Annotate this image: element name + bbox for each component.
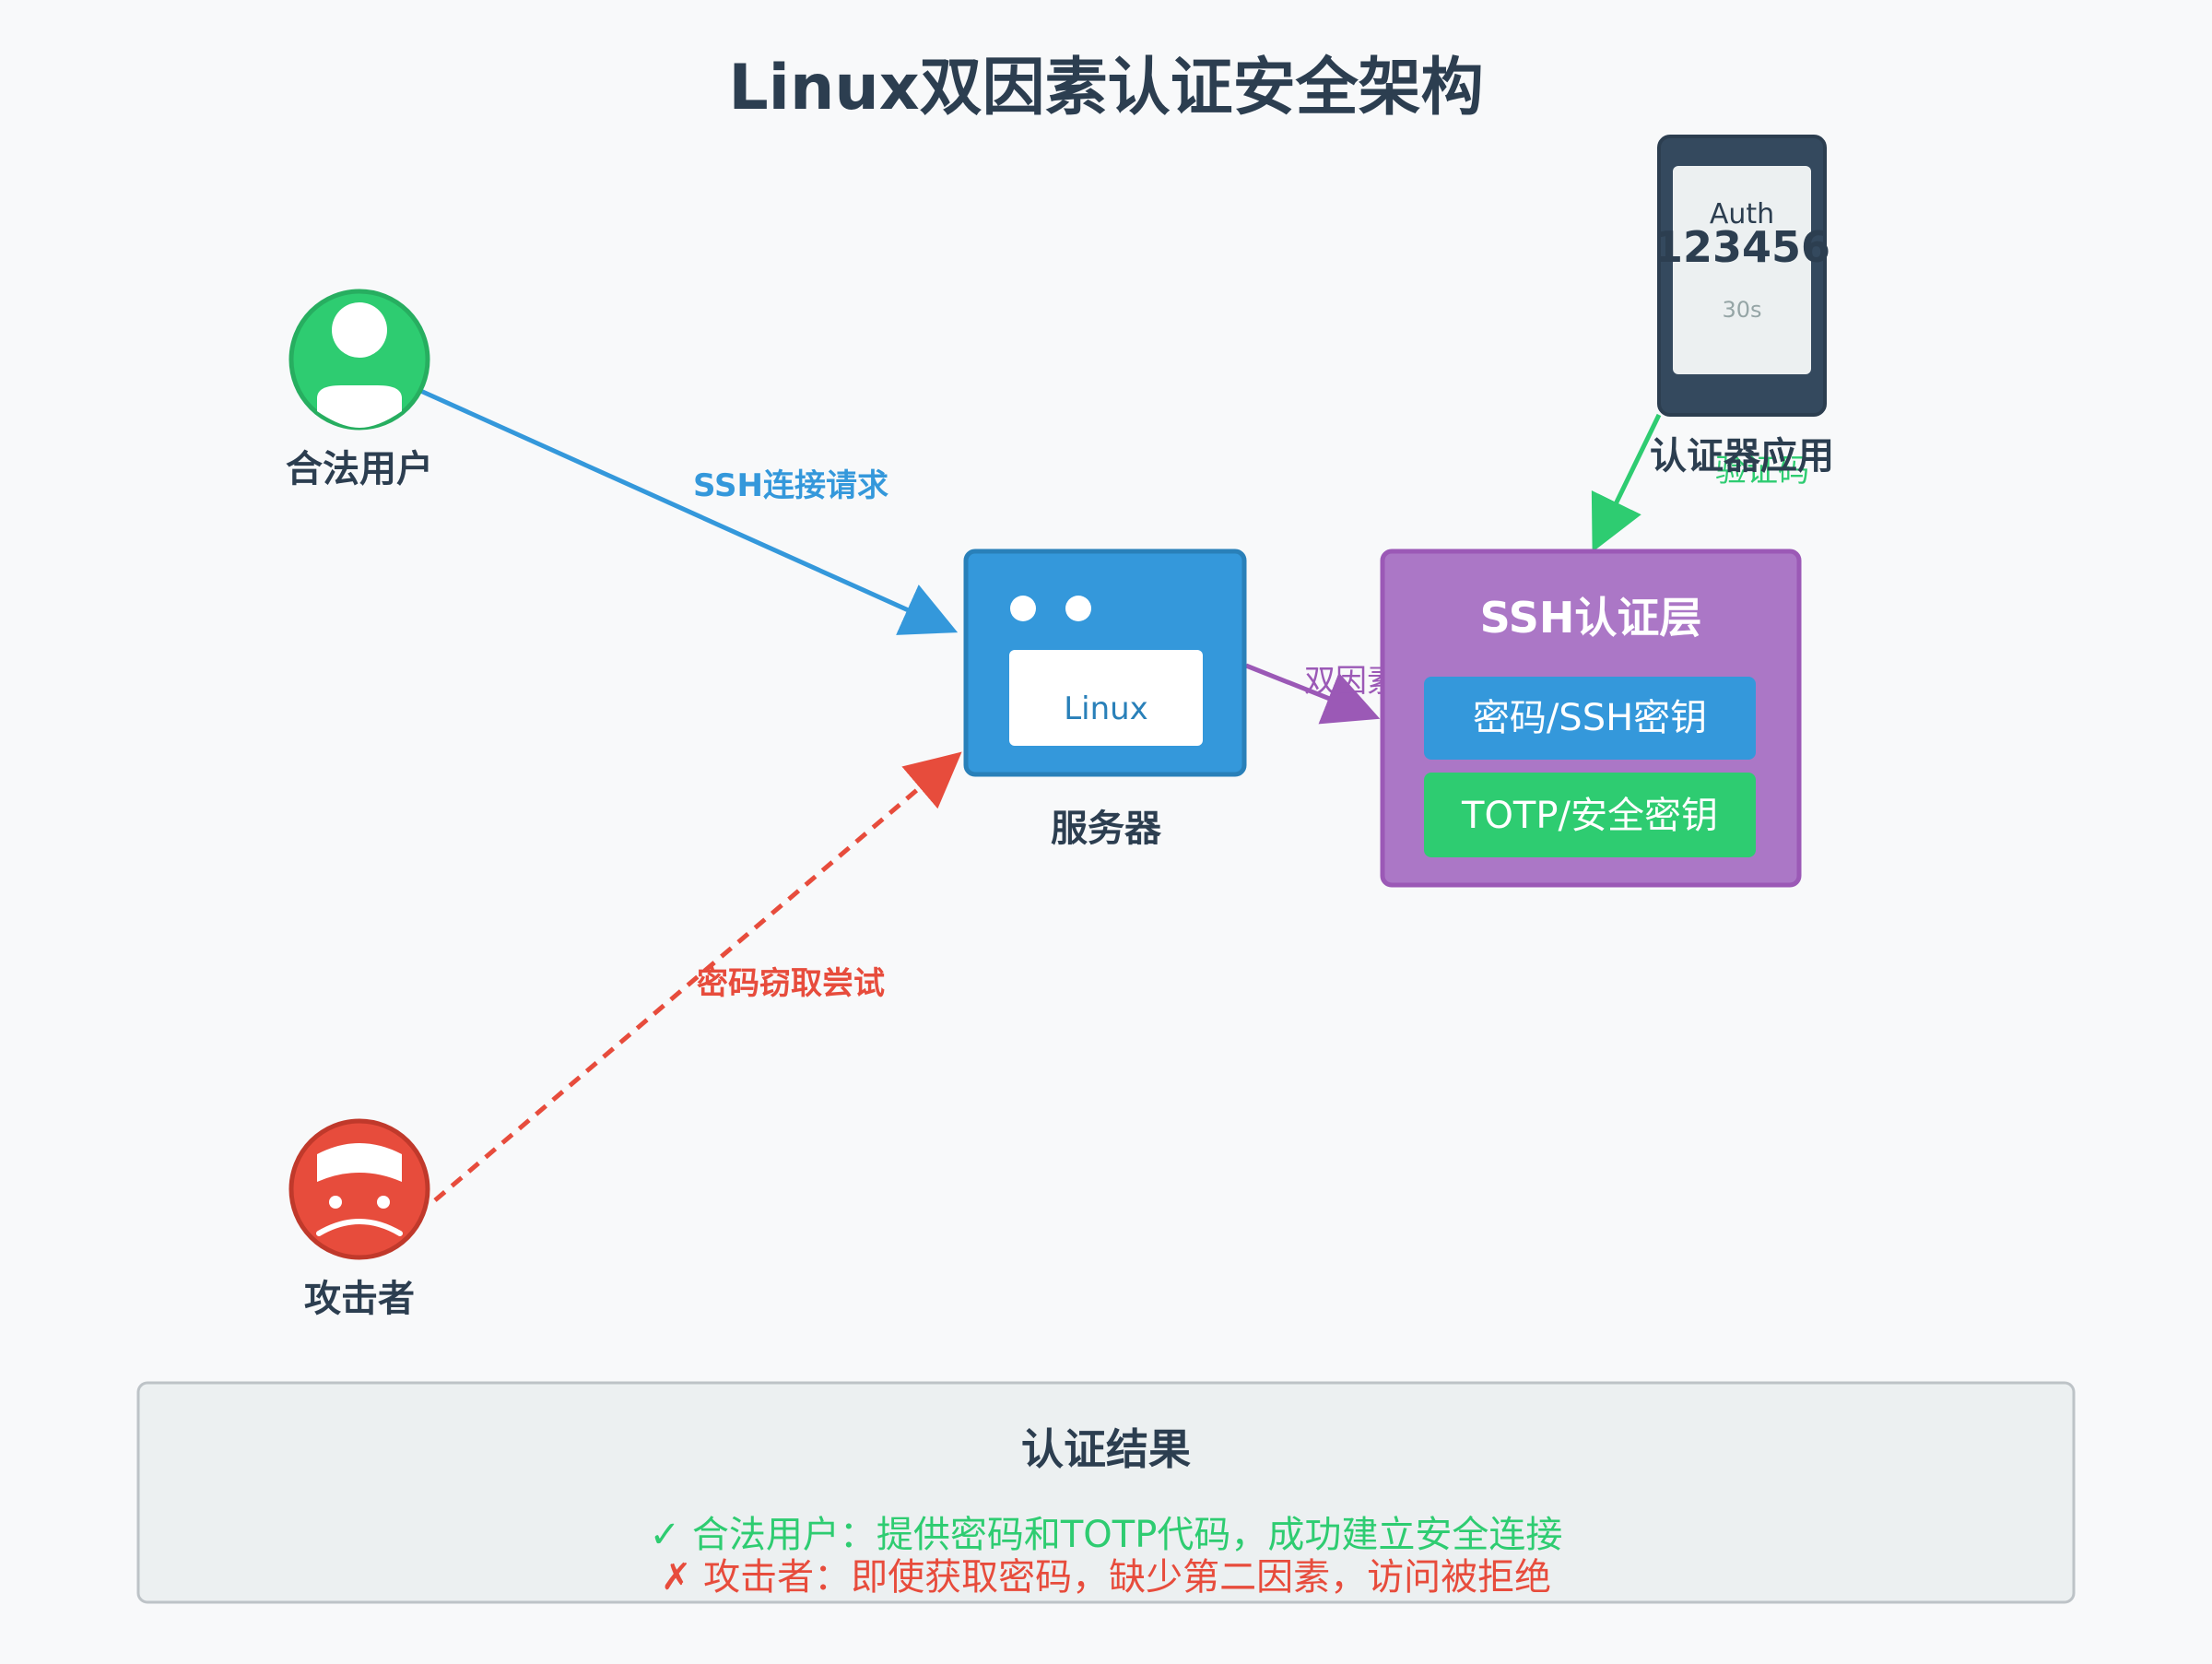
authenticator-label: 认证器应用: [1650, 435, 1834, 478]
edge-verify-code: 验证码: [1591, 413, 1809, 552]
authenticator-timer: 30s: [1722, 297, 1761, 323]
attacker-icon: [288, 1118, 430, 1260]
result-title: 认证结果: [1021, 1424, 1191, 1474]
attacker-node: 攻击者: [288, 1118, 430, 1320]
ssh-layer-title: SSH认证层: [1480, 593, 1702, 643]
authenticator-app-name: Auth: [1710, 198, 1774, 230]
edge-ssh-request: SSH连接请求: [415, 386, 959, 635]
user-icon: [288, 289, 430, 431]
legit-user-node: 合法用户: [286, 289, 433, 490]
diagram-title: Linux双因素认证安全架构: [728, 52, 1483, 124]
factor-password-label: 密码/SSH密钥: [1473, 697, 1707, 739]
server-node: Linux 服务器: [963, 549, 1247, 850]
authenticator-node: Auth 123456 30s 认证器应用: [1650, 135, 1834, 478]
server-label: 服务器: [1051, 808, 1162, 850]
factor-totp-box: TOTP/安全密钥: [1424, 773, 1756, 857]
authenticator-code: 123456: [1653, 222, 1830, 272]
edge-label-ssh-request: SSH连接请求: [693, 467, 888, 504]
factor-totp-label: TOTP/安全密钥: [1461, 795, 1718, 837]
edge-label-password-theft: 密码窃取尝试: [697, 965, 885, 1002]
server-icon: [963, 549, 1247, 777]
result-success: ✓ 合法用户：提供密码和TOTP代码，成功建立安全连接: [650, 1514, 1563, 1556]
attacker-label: 攻击者: [304, 1278, 415, 1320]
ssh-auth-layer: SSH认证层 密码/SSH密钥 TOTP/安全密钥: [1380, 549, 1802, 888]
phone-icon: [1657, 135, 1827, 417]
edge-password-theft: 密码窃取尝试: [433, 751, 962, 1202]
result-failure: ✗ 攻击者：即使获取密码，缺少第二因素，访问被拒绝: [661, 1556, 1551, 1599]
factor-password-box: 密码/SSH密钥: [1424, 677, 1756, 760]
server-screen-text: Linux: [1064, 690, 1148, 727]
edge-label-verify-code: 验证码: [1715, 453, 1809, 490]
legit-user-label: 合法用户: [286, 448, 433, 490]
result-panel: 认证结果 ✓ 合法用户：提供密码和TOTP代码，成功建立安全连接 ✗ 攻击者：即…: [136, 1381, 2076, 1604]
